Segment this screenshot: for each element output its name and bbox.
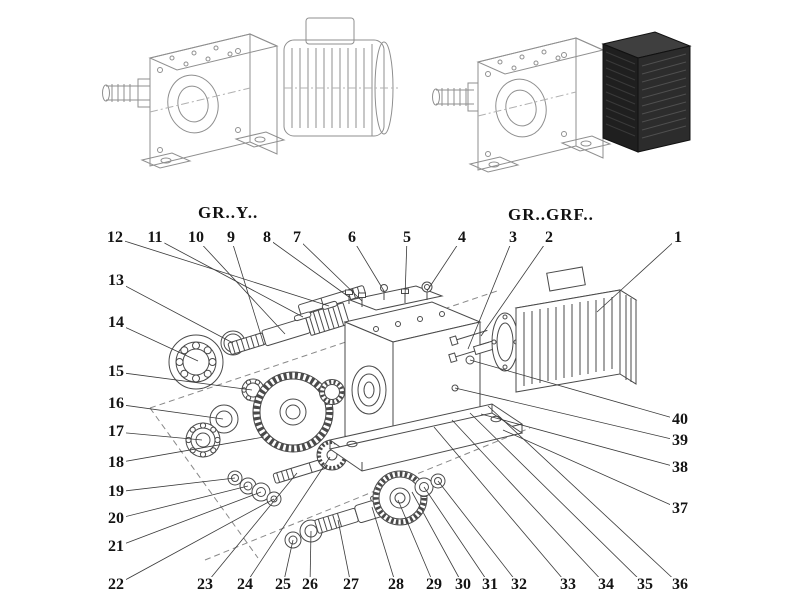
mounting-base xyxy=(328,403,524,472)
dark-finned-motor xyxy=(601,31,692,153)
gearbox-left xyxy=(140,33,286,169)
variant-label-gr-grf: GR..GRF.. xyxy=(508,205,594,224)
leader-line-27 xyxy=(337,519,352,586)
leader-lines xyxy=(114,237,681,586)
bushing-16 xyxy=(209,404,239,434)
leader-line-24 xyxy=(244,456,331,586)
leader-line-22 xyxy=(115,498,275,586)
leader-line-40 xyxy=(469,359,681,421)
leader-line-33 xyxy=(433,426,569,586)
leader-line-1 xyxy=(596,237,679,313)
leader-line-8 xyxy=(266,237,350,298)
flange-bolts-2-3 xyxy=(448,329,488,364)
output-shaft-left xyxy=(102,78,151,108)
leader-line-18 xyxy=(115,436,265,464)
output-shaft-right xyxy=(432,82,479,112)
leader-line-31 xyxy=(423,486,491,586)
leader-line-32 xyxy=(437,480,520,586)
assembled-view-gr-grf xyxy=(432,31,692,173)
leader-line-11 xyxy=(154,237,304,318)
leader-line-12 xyxy=(114,237,330,307)
leader-line-9 xyxy=(230,237,265,346)
bearing-17 xyxy=(185,422,221,458)
output-gear-29 xyxy=(372,470,428,526)
leader-line-5 xyxy=(404,237,408,298)
leader-line-14 xyxy=(115,322,199,362)
leader-line-39 xyxy=(454,387,681,442)
key-11 xyxy=(293,311,312,322)
leader-line-2 xyxy=(480,237,550,337)
leader-line-23 xyxy=(204,472,298,586)
bearing-14 xyxy=(168,334,224,390)
leader-line-16 xyxy=(115,403,224,420)
leader-line-34 xyxy=(451,419,607,586)
leader-line-13 xyxy=(115,280,234,344)
leader-line-3 xyxy=(467,237,514,350)
leader-line-17 xyxy=(115,431,203,441)
large-gear-18 xyxy=(252,371,334,453)
key-12 xyxy=(321,300,338,310)
leader-line-7 xyxy=(296,237,363,302)
leader-line-26 xyxy=(309,530,312,586)
leader-line-4 xyxy=(426,237,463,292)
leader-line-10 xyxy=(195,237,286,335)
electric-motor xyxy=(472,266,638,393)
exploded-view xyxy=(149,266,638,561)
bearing-small xyxy=(319,379,345,405)
leader-line-20 xyxy=(115,485,249,520)
leader-line-35 xyxy=(469,412,646,586)
leader-line-19 xyxy=(115,477,236,493)
leader-line-29 xyxy=(397,499,435,586)
washers-19-22 xyxy=(227,470,282,507)
leader-line-38 xyxy=(480,413,681,469)
vent-plug-6 xyxy=(380,284,388,300)
top-cover-plate xyxy=(348,285,444,311)
motor-left xyxy=(283,17,398,137)
gearbox-right xyxy=(468,37,612,173)
eye-bolt-4 xyxy=(421,281,433,300)
leader-line-36 xyxy=(487,405,681,586)
leader-line-37 xyxy=(502,429,681,510)
assembled-view-gr-y xyxy=(102,17,398,169)
assembly-axis-lines xyxy=(149,289,531,561)
leader-line-15 xyxy=(115,371,253,391)
input-shaft xyxy=(227,302,350,355)
screw-7 xyxy=(358,292,366,307)
leader-line-6 xyxy=(351,237,385,292)
variant-label-gr-y: GR..Y.. xyxy=(198,203,259,222)
leader-line-28 xyxy=(371,506,397,586)
leader-line-21 xyxy=(115,491,262,548)
leader-line-30 xyxy=(411,491,464,586)
